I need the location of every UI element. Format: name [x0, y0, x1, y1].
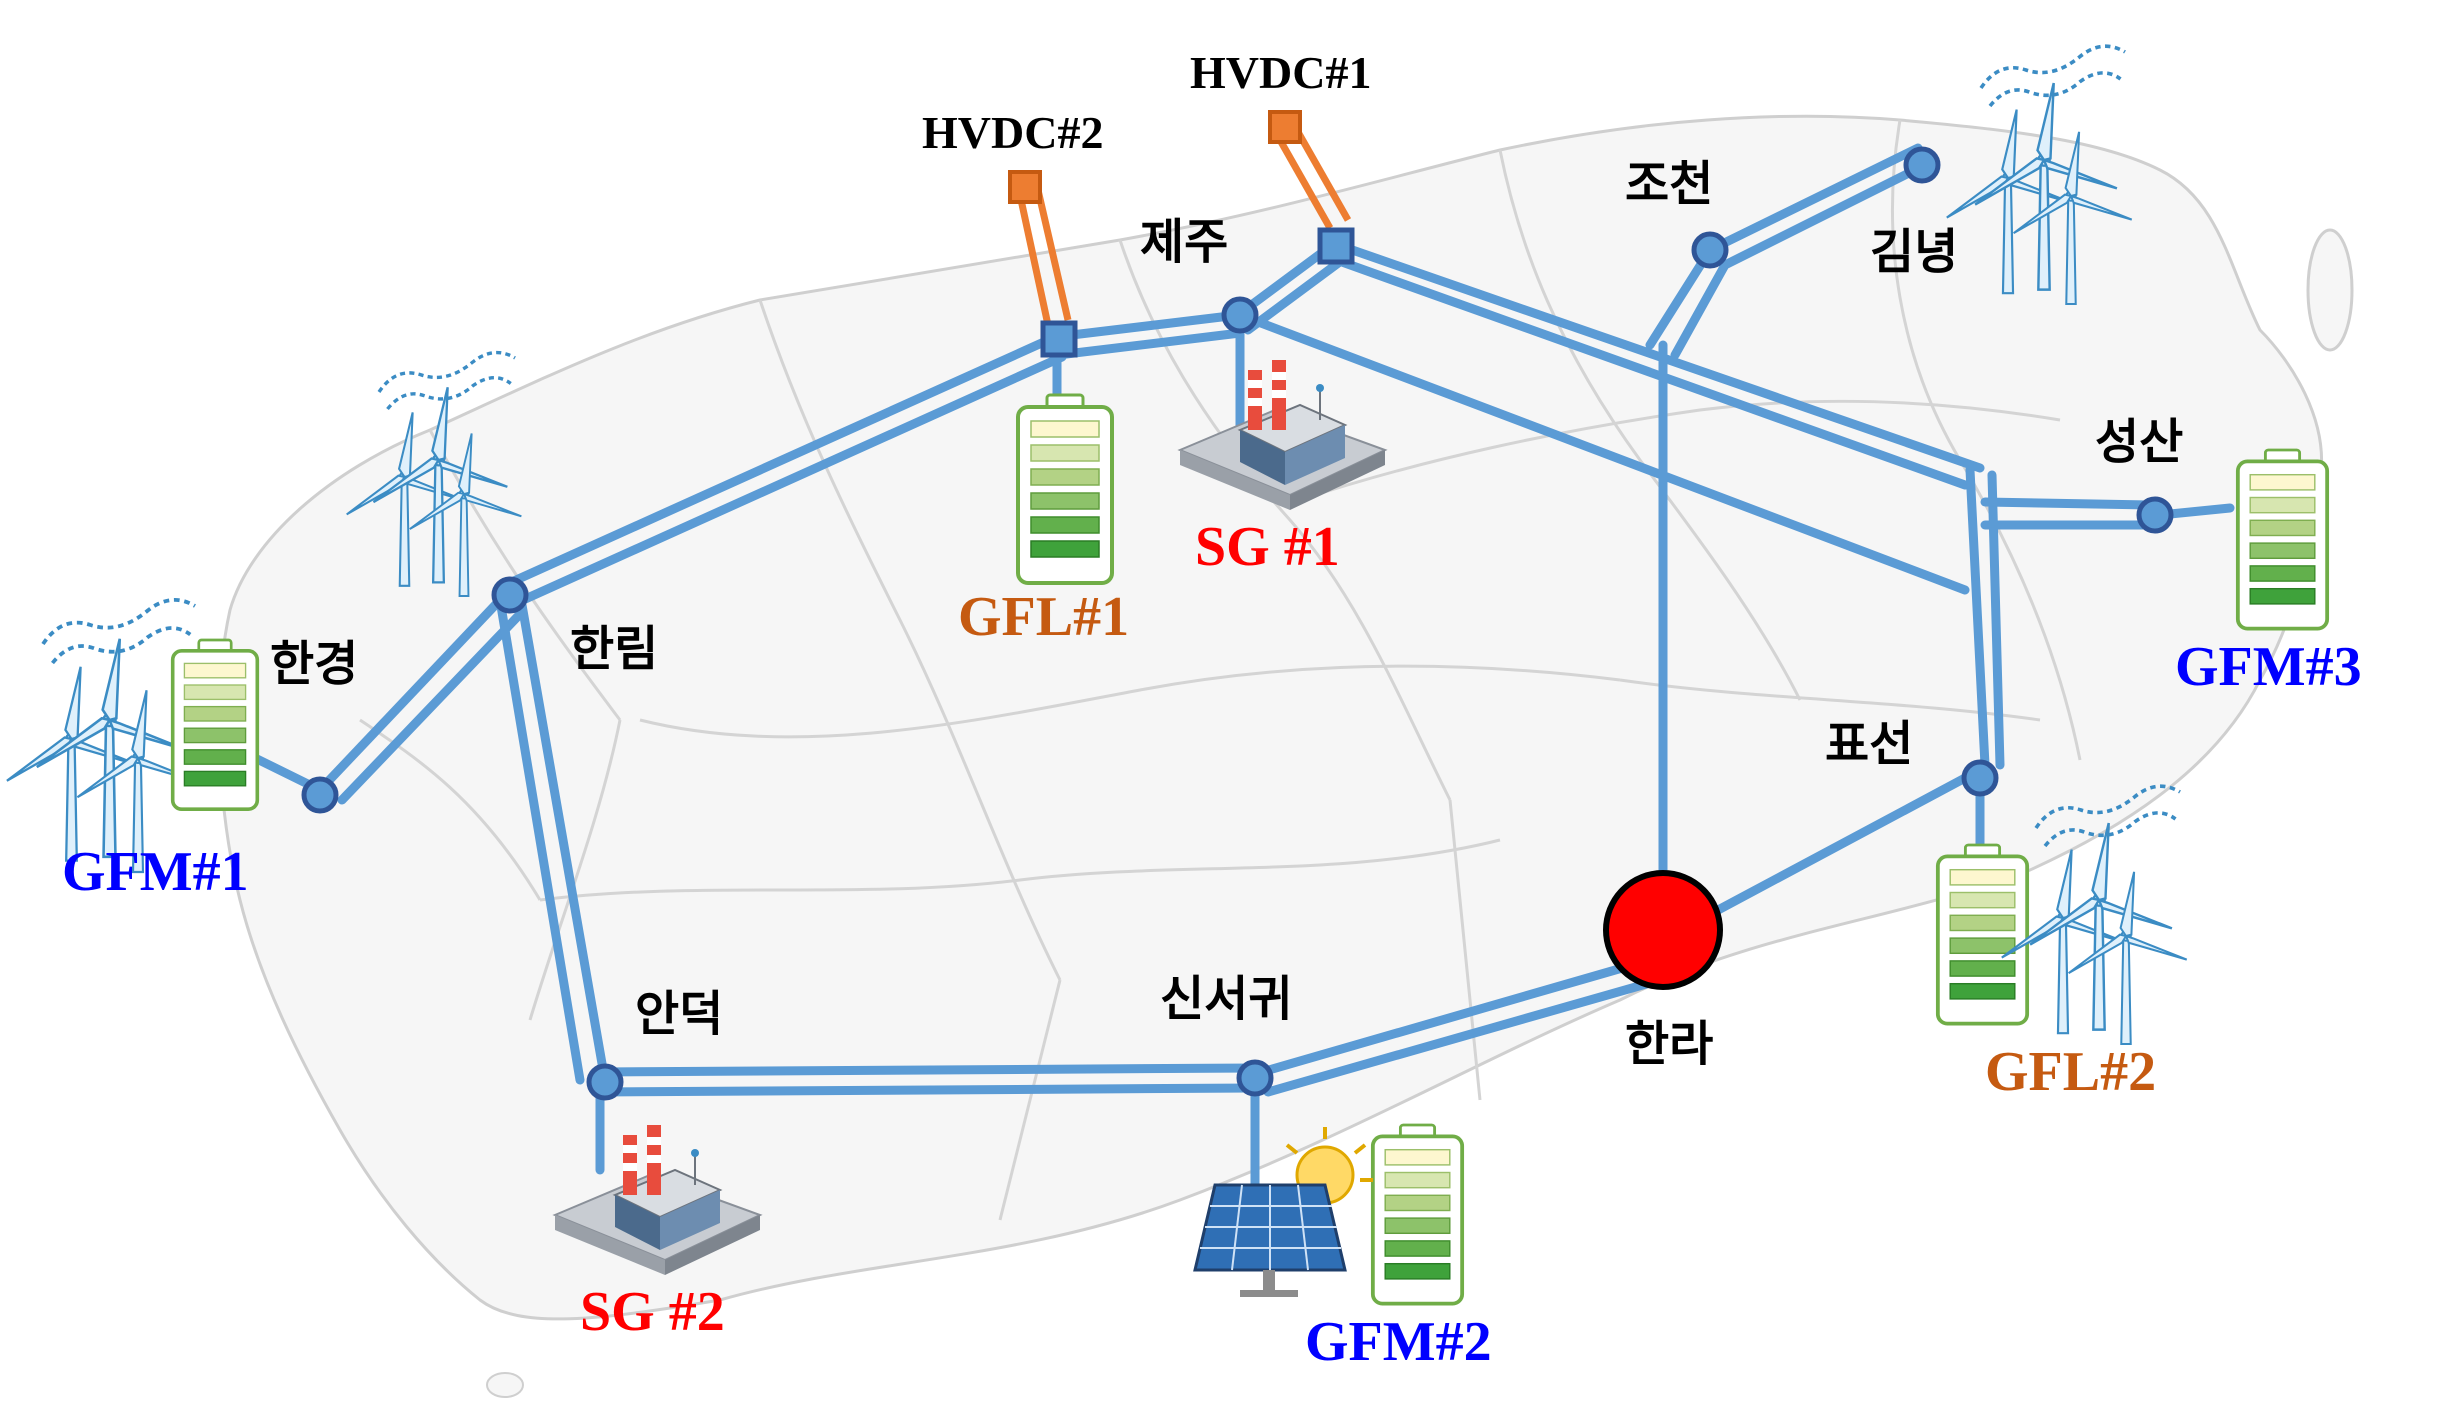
hvdc1-terminal [1268, 110, 1302, 144]
transmission-lines [250, 143, 2235, 1190]
tag-sg1: SG #1 [1195, 516, 1340, 578]
tag-gfm2: GFM#2 [1305, 1311, 1492, 1373]
node-andeok [586, 1063, 624, 1101]
node-seongsan [2136, 496, 2174, 534]
label-pyoseon: 표선 [1825, 716, 1913, 772]
label-andeok: 안덕 [635, 986, 723, 1042]
halla-center-node [1603, 870, 1723, 990]
hvdc-labels: HVDC#2 HVDC#1 [922, 47, 1371, 158]
battery-icon [2235, 448, 2330, 631]
label-seongsan: 성산 [2095, 414, 2183, 470]
tag-gfl1: GFL#1 [958, 586, 1129, 648]
label-hangyeong: 한경 [270, 636, 358, 692]
label-halla: 한라 [1625, 1016, 1713, 1072]
tag-sg2: SG #2 [580, 1281, 725, 1343]
label-jocheon: 조천 [1625, 156, 1713, 212]
hvdc2-terminal [1008, 170, 1042, 204]
node-labels: 한경 한림 제주 조천 김녕 성산 표선 한라 신서귀 안덕 [270, 156, 2183, 1072]
battery-icon [1370, 1123, 1465, 1306]
solar-panel-icon [1193, 1127, 1373, 1297]
converter-hvdc1 [1317, 227, 1355, 265]
island-map [217, 114, 2354, 1398]
label-gimnyeong: 김녕 [1870, 224, 1958, 280]
node-jeju [1221, 296, 1259, 334]
node-gimnyeong [1903, 146, 1941, 184]
node-hallim [491, 576, 529, 614]
battery-icon [1016, 393, 1114, 585]
label-jeju: 제주 [1140, 214, 1228, 270]
node-jocheon [1691, 231, 1729, 269]
tag-gfm1: GFM#1 [62, 841, 249, 903]
tag-hvdc1: HVDC#1 [1190, 47, 1371, 98]
node-pyoseon [1961, 759, 1999, 797]
node-hangyeong [301, 776, 339, 814]
tag-hvdc2: HVDC#2 [922, 107, 1103, 158]
battery-icon [170, 638, 260, 812]
equipment-tags: GFM#1 GFM#2 GFM#3 GFL#1 GFL#2 SG #1 SG #… [62, 516, 2362, 1373]
converter-hvdc2 [1040, 320, 1078, 358]
hvdc-lines [1016, 130, 1352, 326]
label-hallim: 한림 [570, 621, 658, 677]
node-sinseogwi [1236, 1059, 1274, 1097]
tag-gfl2: GFL#2 [1985, 1041, 2156, 1103]
substation-nodes [301, 146, 2174, 1101]
battery-icon [1935, 843, 2030, 1026]
label-sinseogwi: 신서귀 [1160, 971, 1292, 1027]
tag-gfm3: GFM#3 [2175, 636, 2362, 698]
